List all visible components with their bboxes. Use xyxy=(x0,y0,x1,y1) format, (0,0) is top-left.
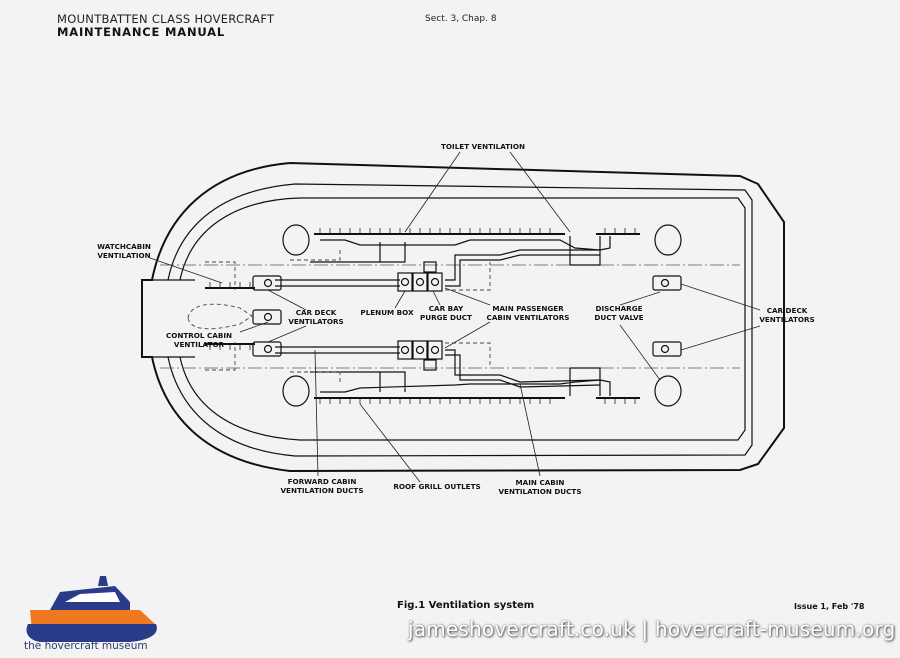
label-discharge-duct-valve: DISCHARGE xyxy=(595,304,642,313)
label-discharge-duct-valve-2: DUCT VALVE xyxy=(594,313,643,322)
control-cabin-outline xyxy=(187,303,253,330)
label-car-deck-ventilators-right: CAR DECK xyxy=(767,306,808,315)
lower-cabin-frames xyxy=(310,367,611,396)
label-car-bay-purge-duct: CAR BAY xyxy=(429,304,464,313)
section-reference: Sect. 3, Chap. 8 xyxy=(425,14,497,24)
upper-cabin-frames xyxy=(310,236,611,266)
label-toilet-ventilation: TOILET VENTILATION xyxy=(441,142,525,151)
label-watchcabin-ventilation: WATCHCABIN xyxy=(97,242,151,251)
watermark-text: jameshovercraft.co.uk | hovercraft-museu… xyxy=(408,617,896,641)
hidden-ducts xyxy=(205,250,491,382)
fan-lower-left xyxy=(282,375,310,407)
plenum-boxes-upper xyxy=(397,261,443,292)
deck-outline xyxy=(179,197,746,441)
hull-inner-line xyxy=(167,183,753,457)
main-duct-lower xyxy=(445,349,601,388)
label-car-deck-ventilators-left-2: VENTILATORS xyxy=(288,317,343,326)
label-forward-cabin-ventilation-ducts-2: VENTILATION DUCTS xyxy=(280,486,363,495)
label-main-passenger-cabin-ventilators-2: CABIN VENTILATORS xyxy=(487,313,570,322)
figure-caption: Fig.1 Ventilation system xyxy=(397,600,535,611)
label-car-deck-ventilators-left: CAR DECK xyxy=(296,308,337,317)
logo-caption: the hovercraft museum xyxy=(24,640,148,652)
hovercraft-museum-logo xyxy=(26,576,157,642)
document-subtitle: MAINTENANCE MANUAL xyxy=(57,25,225,39)
issue-date: Issue 1, Feb '78 xyxy=(794,602,865,611)
label-roof-grill-outlets: ROOF GRILL OUTLETS xyxy=(393,482,480,491)
label-plenum-box: PLENUM BOX xyxy=(360,308,414,317)
fan-upper-left xyxy=(282,224,310,256)
document-title: MOUNTBATTEN CLASS HOVERCRAFT xyxy=(57,12,275,26)
label-main-passenger-cabin-ventilators: MAIN PASSENGER xyxy=(492,304,564,313)
main-duct-upper xyxy=(445,249,600,287)
plenum-boxes-lower xyxy=(397,340,443,371)
label-main-cabin-ventilation-ducts-2: VENTILATION DUCTS xyxy=(498,487,581,496)
forward-duct-upper xyxy=(275,279,400,287)
leader-lines xyxy=(149,151,761,483)
forward-duct-lower xyxy=(275,346,400,354)
fan-upper-right xyxy=(654,224,682,256)
label-car-bay-purge-duct-2: PURGE DUCT xyxy=(420,313,472,322)
car-deck-ventilator-boxes xyxy=(252,275,682,357)
fan-lower-right xyxy=(654,375,682,407)
label-forward-cabin-ventilation-ducts: FORWARD CABIN xyxy=(288,477,357,486)
label-watchcabin-ventilation-2: VENTILATION xyxy=(97,251,150,260)
hull-outline xyxy=(141,161,785,473)
grill-ticks xyxy=(209,228,636,404)
label-main-cabin-ventilation-ducts: MAIN CABIN xyxy=(516,478,565,487)
label-control-cabin-ventilator: CONTROL CABIN xyxy=(166,331,232,340)
label-car-deck-ventilators-right-2: VENTILATORS xyxy=(759,315,814,324)
label-control-cabin-ventilator-2: VENTILATOR xyxy=(174,340,225,349)
